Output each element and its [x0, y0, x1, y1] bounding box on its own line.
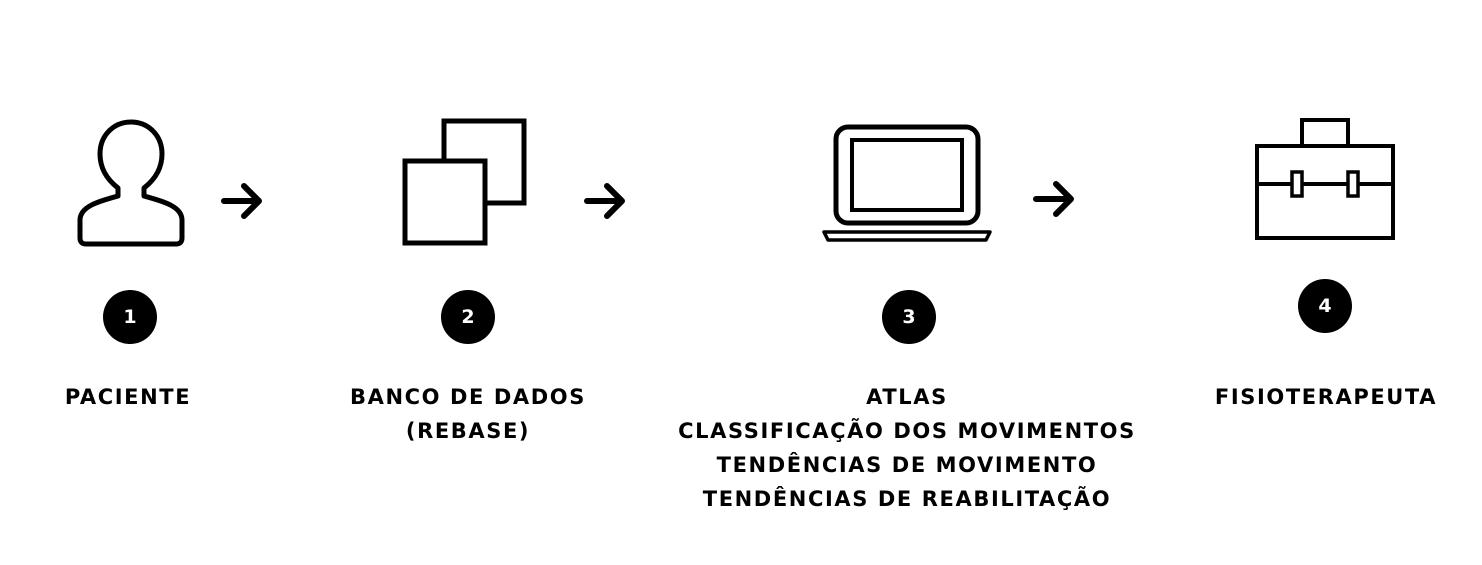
step-label-line: TENDÊNCIAS DE MOVIMENTO [716, 453, 1098, 477]
step-number-badge: 4 [1298, 279, 1352, 333]
arrow-right-icon [1033, 181, 1074, 217]
step-number-badge: 1 [103, 290, 157, 344]
step-number-badge: 3 [882, 290, 936, 344]
step-label-line: CLASSIFICAÇÃO DOS MOVIMENTOS [678, 419, 1136, 443]
database-copy-icon [402, 118, 527, 246]
step-label: FISIOTERAPEUTA [1190, 380, 1462, 414]
step-label: BANCO DE DADOS (REBASE) [318, 380, 618, 448]
step-label: PACIENTE [28, 380, 228, 414]
laptop-icon [822, 124, 992, 242]
step-label-line: PACIENTE [64, 385, 192, 409]
step-label-line: (REBASE) [405, 419, 531, 443]
briefcase-icon [1255, 118, 1395, 240]
step-label-line: TENDÊNCIAS DE REABILITAÇÃO [702, 487, 1112, 511]
step-label-line: FISIOTERAPEUTA [1214, 385, 1438, 409]
step-number-badge: 2 [441, 290, 495, 344]
person-icon [77, 119, 185, 247]
step-label-line: BANCO DE DADOS [350, 385, 586, 409]
step-label-line: ATLAS [866, 385, 948, 409]
arrow-right-icon [584, 183, 625, 219]
arrow-right-icon [221, 183, 262, 219]
step-label: ATLAS CLASSIFICAÇÃO DOS MOVIMENTOS TENDÊ… [647, 380, 1167, 516]
